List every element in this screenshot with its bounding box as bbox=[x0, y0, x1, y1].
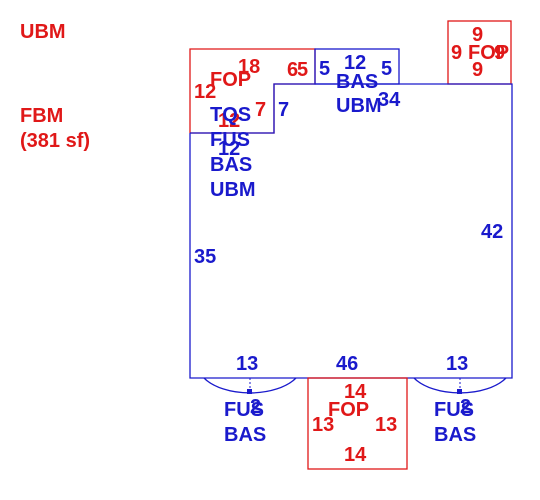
bas-top-dim-right: 5 bbox=[381, 58, 392, 80]
arc-left-num: 2 bbox=[250, 396, 261, 418]
fop-top-left-dim-left: 12 bbox=[194, 81, 216, 103]
fop-bottom-dim-left: 13 bbox=[312, 414, 334, 436]
main-code-fus: FUS bbox=[210, 129, 250, 151]
fop-top-left-dim-right-top: 6 bbox=[287, 59, 298, 81]
fop-bottom-label: FOP bbox=[328, 399, 369, 421]
fop-top-right-label: FOP bbox=[468, 42, 509, 64]
arc-right-center-dot bbox=[457, 389, 462, 394]
bas-top-stray-dim: 5 bbox=[297, 59, 308, 81]
main-dim-left: 35 bbox=[194, 246, 216, 268]
main-dim-right: 42 bbox=[481, 221, 503, 243]
arc-right-label1: FUS bbox=[434, 399, 474, 421]
arc-left-label1: FUS bbox=[224, 399, 264, 421]
bas-top-dim-left: 5 bbox=[319, 58, 330, 80]
arc-left-label2: BAS bbox=[224, 424, 266, 446]
fop-top-right-dim-right: 9 bbox=[494, 42, 505, 64]
fop-bottom-outline bbox=[307, 377, 408, 470]
fop-top-left-dim-right-bottom: 7 bbox=[255, 99, 266, 121]
legend-fbm: FBM bbox=[20, 105, 63, 127]
fop-bottom-dim-right: 13 bbox=[375, 414, 397, 436]
arc-left-center-dot bbox=[247, 389, 252, 394]
bas-top-label2: UBM bbox=[336, 95, 382, 117]
bas-top-label1: BAS bbox=[336, 71, 378, 93]
main-dim-step-top: 34 bbox=[378, 89, 401, 111]
main-building-outline bbox=[189, 83, 513, 379]
arc-right-label2: BAS bbox=[434, 424, 476, 446]
fop-bottom-dim-top: 14 bbox=[344, 381, 367, 403]
fop-bottom-dim-bottom: 14 bbox=[344, 444, 367, 466]
fop-top-right-dim-top: 9 bbox=[472, 24, 483, 46]
main-dim-bottom-right: 13 bbox=[446, 353, 468, 375]
legend-ubm: UBM bbox=[20, 21, 66, 43]
arc-right-num: 2 bbox=[460, 396, 471, 418]
main-code-bas: BAS bbox=[210, 154, 252, 176]
fop-top-left-label: FOP bbox=[210, 69, 251, 91]
fop-top-right-dim-bottom: 9 bbox=[472, 59, 483, 81]
fop-top-right-dim-left: 9 bbox=[451, 42, 462, 64]
main-dim-bottom-mid: 46 bbox=[336, 353, 358, 375]
main-code-tqs: TQS bbox=[210, 104, 251, 126]
main-dim-bottom-left: 13 bbox=[236, 353, 258, 375]
main-code-ubm: UBM bbox=[210, 179, 256, 201]
main-overlap-dim: 12 bbox=[218, 138, 240, 160]
bas-top-dim-top: 12 bbox=[344, 52, 366, 74]
main-dim-step-left: 7 bbox=[278, 99, 289, 121]
fop-top-left-dim-bottom: 12 bbox=[218, 110, 240, 132]
fop-top-left-dim-top: 18 bbox=[238, 56, 260, 78]
legend-fbm-area: (381 sf) bbox=[20, 130, 90, 152]
